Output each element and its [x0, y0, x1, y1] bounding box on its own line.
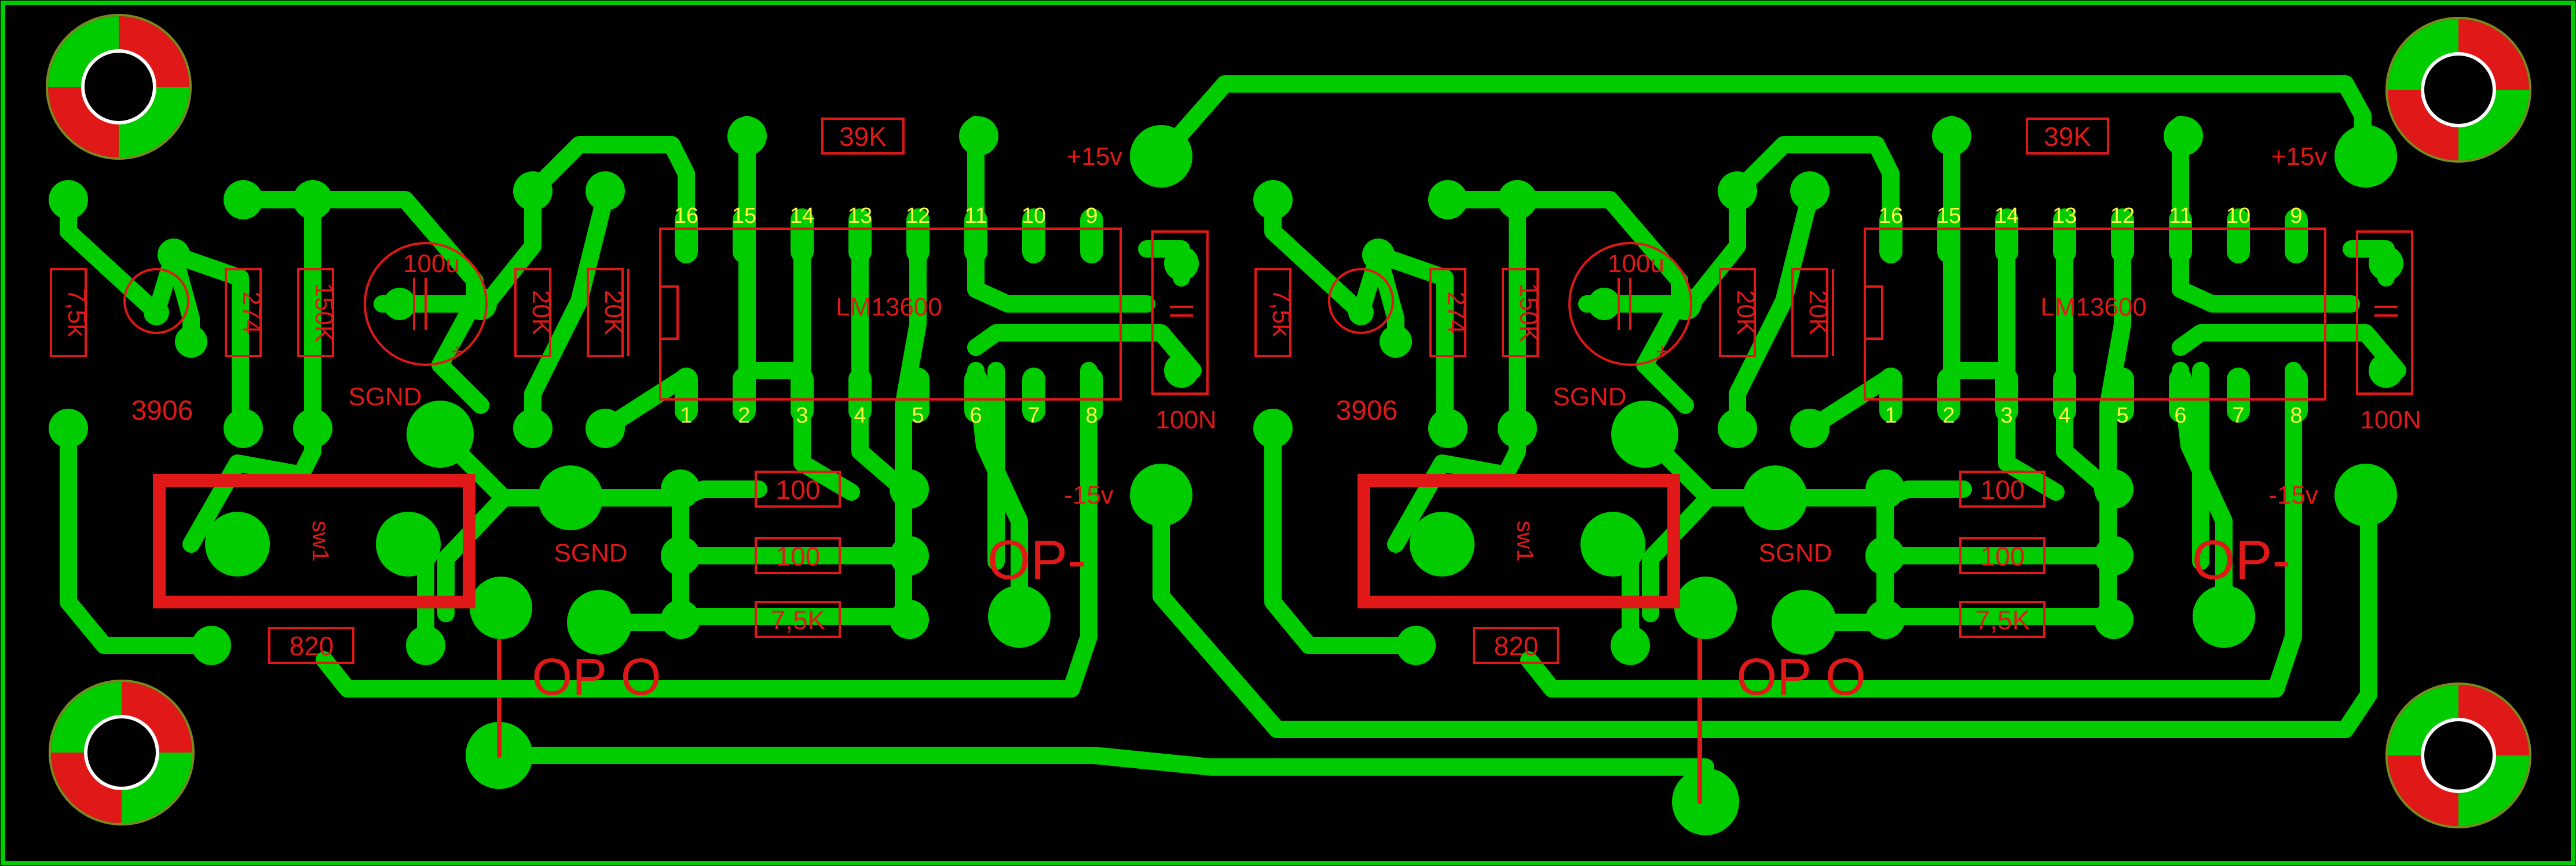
ic-pin-label: 9 — [2290, 204, 2302, 228]
resistor-20k-b: 20K — [1804, 290, 1832, 335]
resistor-20k-a: 20K — [527, 290, 555, 335]
ic-name: LM13600 — [2040, 293, 2146, 321]
ic-pin-label: 11 — [2169, 204, 2191, 228]
ic-pin-label: 7 — [1027, 403, 1040, 428]
ic-pin-label: 16 — [1879, 204, 1903, 228]
ic-pin-label: 7 — [2232, 403, 2244, 428]
resistor-7k5: 7,5k — [1267, 288, 1296, 337]
ic-pin-label: 4 — [2058, 403, 2070, 428]
label-sgnd-2: SGND — [554, 539, 627, 567]
mounting-hole — [49, 680, 195, 825]
resistor-150k: 150K — [1514, 283, 1543, 343]
resistor-20k-b: 20K — [599, 290, 628, 335]
ic-pin-label: 1 — [1885, 403, 1897, 428]
ic-pin-label: 3 — [796, 403, 808, 428]
resistor-39k: 39K — [2044, 122, 2091, 152]
ic-pin-label: 3 — [2000, 403, 2012, 428]
ic-name: LM13600 — [836, 293, 942, 321]
ic-pin-label: 2 — [1942, 403, 1955, 428]
ic-pin-label: 2 — [738, 403, 750, 428]
label-op-out: OP O — [1736, 648, 1865, 706]
label-op-minus: OP- — [987, 529, 1086, 591]
ic-pin-label: 10 — [1022, 204, 1046, 228]
cap-100u: 100u — [403, 249, 460, 278]
ic-pin-label: 10 — [2226, 204, 2251, 228]
resistor-274: 274 — [237, 291, 266, 333]
ic-pin-label: 12 — [2110, 204, 2135, 228]
resistor-100-a: 100 — [776, 475, 821, 505]
ic-pin-label: 9 — [1085, 204, 1097, 228]
resistor-820: 820 — [290, 631, 334, 661]
mounting-hole — [2385, 17, 2531, 163]
ic-pin-label: 6 — [969, 403, 982, 428]
resistor-100-a: 100 — [1981, 475, 2025, 505]
cap-100n: 100N — [2360, 406, 2421, 434]
mounting-hole — [2385, 682, 2531, 828]
ic-pin-label: 15 — [732, 204, 756, 228]
ic-pin-label: 6 — [2174, 403, 2186, 428]
resistor-7k5: 7,5k — [63, 288, 91, 337]
ic-pin-label: 12 — [906, 204, 930, 228]
label-minus15: -15v — [1064, 481, 1114, 509]
ic-pin-label: 14 — [790, 204, 814, 228]
ic-pin-label: 8 — [2290, 403, 2302, 428]
trace-ground-bus — [1152, 483, 2377, 738]
transistor-label: 3906 — [131, 395, 193, 426]
resistor-150k: 150K — [310, 283, 338, 343]
ic-pin-label: 8 — [1085, 403, 1097, 428]
label-sgnd-1: SGND — [1553, 383, 1626, 411]
ic-pin-label: 5 — [2116, 403, 2128, 428]
resistor-100-b: 100 — [776, 541, 821, 571]
transistor-label: 3906 — [1336, 395, 1398, 426]
cap-100u-plus: + — [1656, 340, 1668, 364]
label-plus15: +15v — [2271, 142, 2328, 171]
resistor-7k5-b: 7,5K — [771, 605, 826, 635]
mounting-holes — [46, 14, 2531, 828]
label-op-out: OP O — [532, 648, 661, 706]
label-minus15: -15v — [2268, 481, 2318, 509]
ic-pin-label: 13 — [848, 204, 872, 228]
ic-pin-label: 11 — [964, 204, 987, 228]
ic-pin-label: 5 — [912, 403, 924, 428]
ic-pin-label: 1 — [680, 403, 692, 428]
cap-100n: 100N — [1155, 406, 1216, 434]
resistor-7k5-b: 7,5K — [1975, 605, 2030, 635]
resistor-100-b: 100 — [1981, 541, 2025, 571]
label-sgnd-2: SGND — [1758, 539, 1832, 567]
resistor-20k-a: 20K — [1732, 290, 1760, 335]
pad-out-right[interactable] — [1672, 768, 1739, 835]
ic-pin-label: 13 — [2052, 204, 2077, 228]
resistor-820: 820 — [1494, 631, 1539, 661]
ic-pin-label: 16 — [674, 204, 698, 228]
resistor-39k: 39K — [839, 122, 887, 152]
ic-pin-label: 14 — [1995, 204, 2019, 228]
ic-pin-label: 4 — [854, 403, 866, 428]
label-op-minus: OP- — [2192, 529, 2291, 591]
label-plus15: +15v — [1067, 142, 1123, 171]
cap-100u-plus: + — [451, 340, 464, 364]
ic-pin-label: 15 — [1937, 204, 1961, 228]
resistor-274: 274 — [1442, 291, 1470, 333]
mounting-hole — [46, 14, 192, 160]
switch-label: sw1 — [1512, 520, 1538, 562]
cap-100u: 100u — [1608, 249, 1664, 278]
switch-label: sw1 — [308, 520, 333, 562]
label-sgnd-1: SGND — [348, 383, 422, 411]
